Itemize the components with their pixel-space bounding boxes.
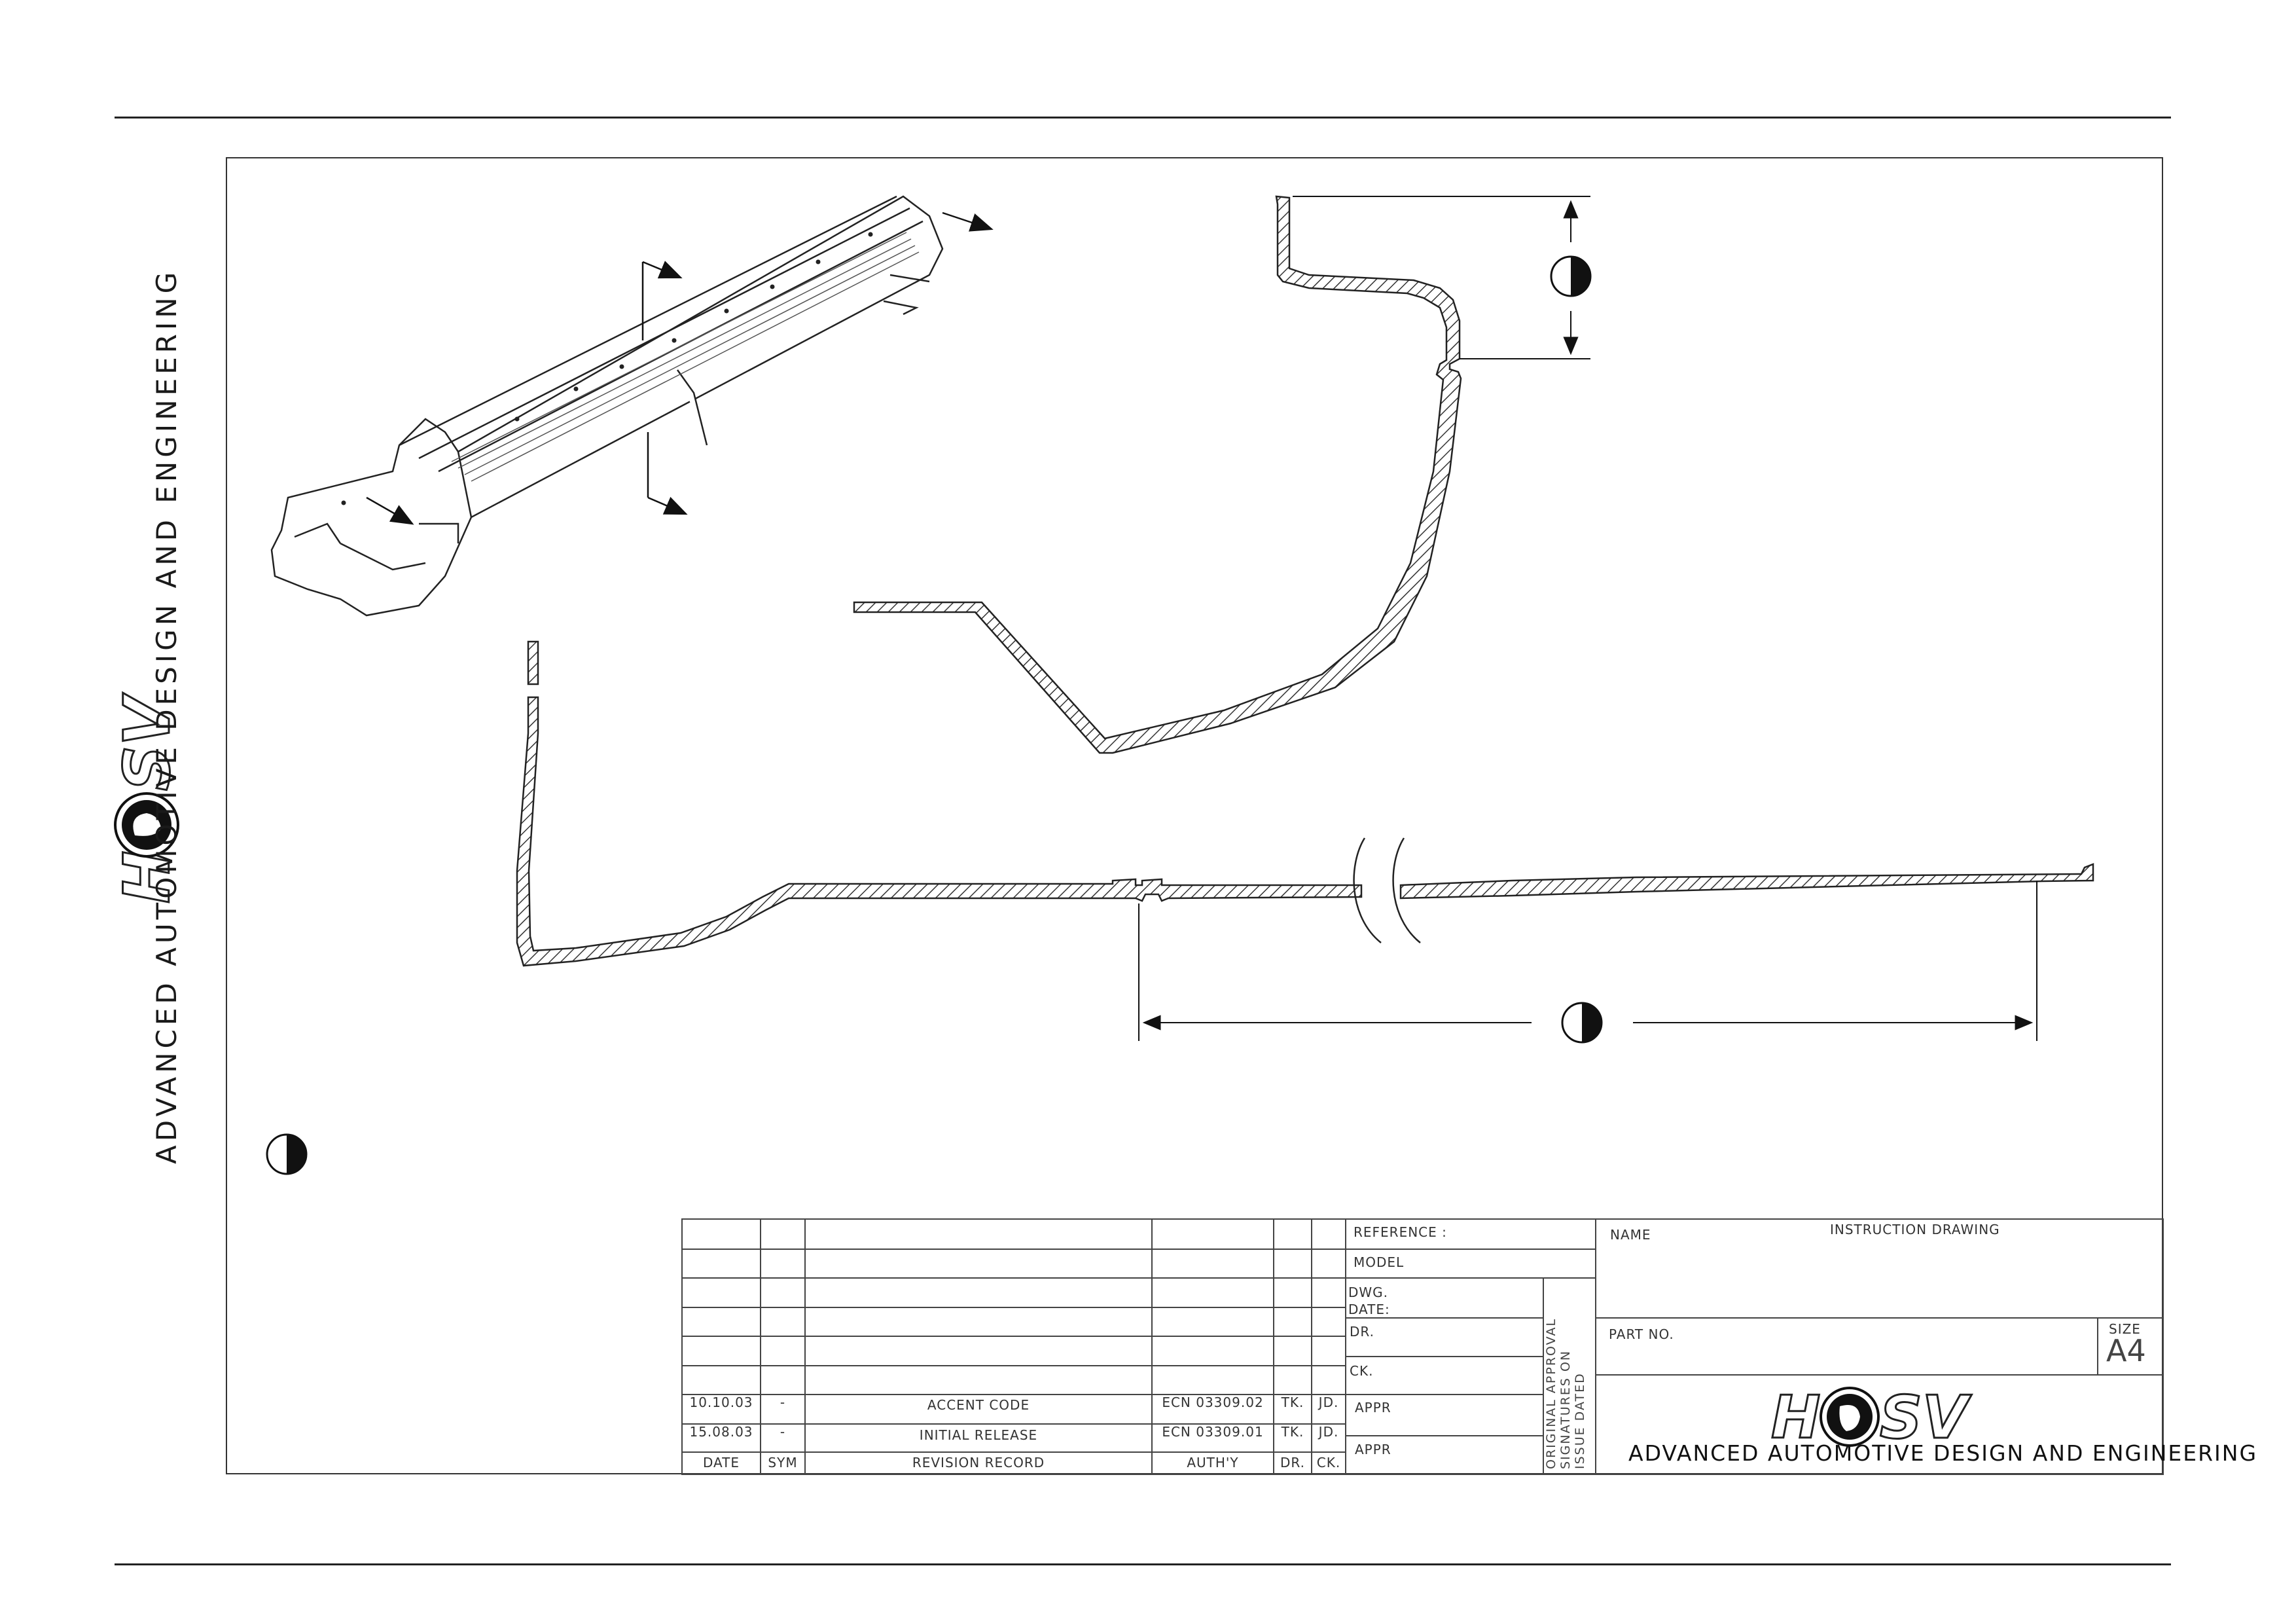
bottom-rule [115, 1563, 2171, 1565]
side-skirt-isometric-view [270, 195, 944, 617]
revision-header-date: DATE [702, 1455, 740, 1470]
break-line-icon [1353, 837, 1382, 943]
name-label: NAME [1610, 1227, 1651, 1243]
dimension-horizontal [1138, 881, 2037, 1041]
revision-1-record: ACCENT CODE [927, 1397, 1030, 1413]
svg-text:H: H [111, 851, 184, 903]
revision-1-ck: JD. [1318, 1395, 1339, 1410]
half-circle-symbol-icon [266, 1133, 308, 1175]
dimension-vertical [1293, 196, 1590, 359]
half-circle-symbol-icon [1561, 1002, 1603, 1044]
revision-1-sym: - [780, 1395, 786, 1410]
revision-2-auth: ECN 03309.01 [1162, 1424, 1264, 1440]
dwg-label: DWG. [1348, 1285, 1389, 1300]
top-rule [115, 117, 2171, 119]
revision-header-dr: DR. [1280, 1455, 1305, 1470]
approval-note-line-2: SIGNATURES ON [1558, 1349, 1573, 1469]
revision-2-sym: - [780, 1424, 786, 1440]
approval-note-line-1: ORIGINAL APPROVAL [1544, 1317, 1558, 1469]
svg-text:SV: SV [111, 693, 184, 791]
size-label: SIZE [2109, 1321, 2141, 1337]
revision-header-record: REVISION RECORD [912, 1455, 1045, 1470]
date-label: DATE: [1348, 1302, 1390, 1317]
revision-header-ck: CK. [1316, 1455, 1341, 1470]
appr-label-1: APPR [1355, 1400, 1391, 1415]
lower-section-profile [516, 640, 2094, 967]
svg-text:H: H [1771, 1383, 1820, 1452]
approval-note-line-3: ISSUE DATED [1573, 1372, 1587, 1469]
reference-label: REFERENCE : [1354, 1224, 1447, 1240]
revision-header-sym: SYM [768, 1455, 798, 1470]
hsv-lion-logo-icon: H SV [110, 691, 185, 904]
appr-label-2: APPR [1355, 1442, 1391, 1457]
revision-2-dr: TK. [1281, 1424, 1304, 1440]
section-cut-arrows [366, 211, 994, 525]
name-value: INSTRUCTION DRAWING [1830, 1222, 2000, 1237]
model-label: MODEL [1354, 1254, 1405, 1270]
revision-1-dr: TK. [1281, 1395, 1304, 1410]
side-company-caption: ADVANCED AUTOMOTIVE DESIGN AND ENGINEERI… [151, 268, 183, 1164]
ck-label: CK. [1350, 1363, 1374, 1379]
revision-1-auth: ECN 03309.02 [1162, 1395, 1264, 1410]
dr-label: DR. [1350, 1324, 1374, 1340]
revision-header-auth: AUTH'Y [1187, 1455, 1239, 1470]
revision-2-ck: JD. [1318, 1424, 1339, 1440]
title-block-grid [681, 1218, 2164, 1475]
revision-1-date: 10.10.03 [689, 1395, 753, 1410]
revision-2-date: 15.08.03 [689, 1424, 753, 1440]
half-circle-symbol-icon [1550, 255, 1592, 297]
size-value: A4 [2106, 1333, 2146, 1368]
svg-text:SV: SV [1880, 1383, 1972, 1452]
hsv-lion-logo-icon: H SV [1770, 1383, 1973, 1453]
revision-2-record: INITIAL RELEASE [919, 1427, 1038, 1443]
part-no-label: PART NO. [1609, 1326, 1674, 1342]
upper-section-profile [853, 195, 1462, 754]
title-block-company-name: ADVANCED AUTOMOTIVE DESIGN AND ENGINEERI… [1628, 1440, 2258, 1466]
